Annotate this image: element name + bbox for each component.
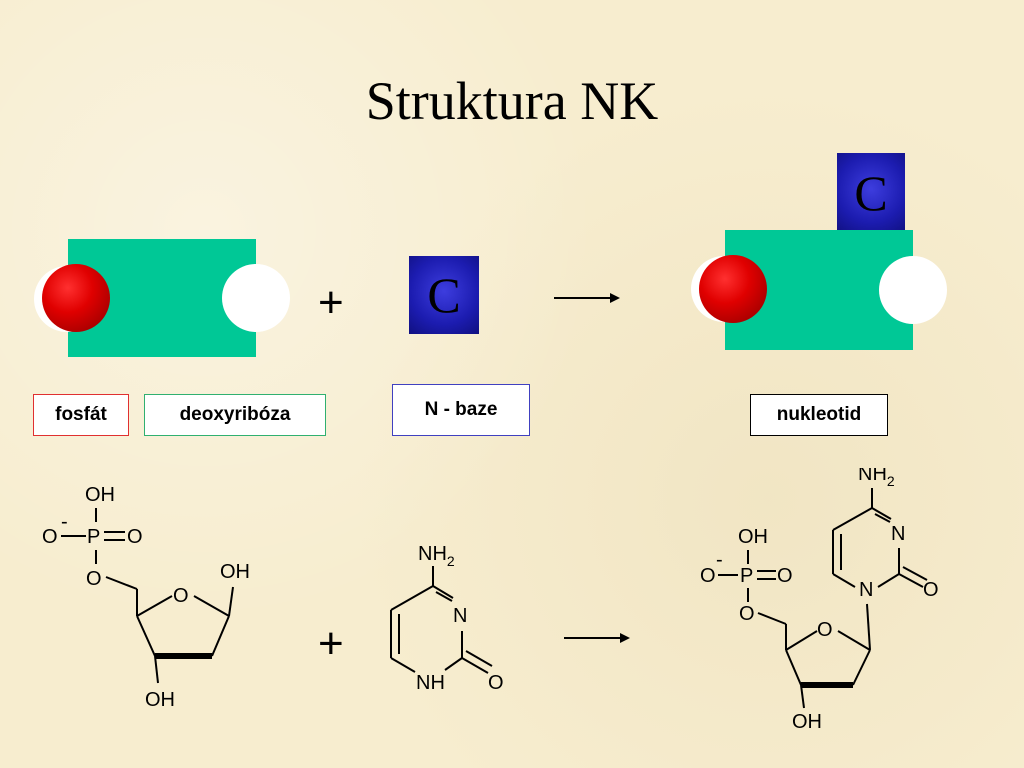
sugar-hydroxyl-right [222, 264, 290, 332]
phosphate-o-right: O [127, 526, 143, 548]
nuc-ring-oxygen: O [817, 619, 833, 641]
phosphate-sugar-structure: OH O - P O O O OH OH [42, 484, 250, 711]
cytosine-nh: NH [416, 672, 445, 694]
phosphate-o-left: O [42, 526, 58, 548]
nucleotide-structure: OH O - P O O O OH NH2 N N [700, 468, 939, 733]
nuc-cytosine-n1: N [859, 579, 873, 601]
nuc-phosphate-o-right: O [777, 565, 793, 587]
chemical-structures: OH O - P O O O OH OH + NH2 N NH [42, 468, 939, 733]
product-base-letter: C [854, 165, 888, 221]
product-phosphate-ball [699, 255, 767, 323]
phosphate-label: fosfát [33, 394, 129, 436]
reaction-arrow-bottom [564, 633, 630, 643]
nuc-phosphate-p: P [740, 565, 753, 587]
cytosine-structure: NH2 N NH O [390, 543, 504, 694]
nuc-cytosine-nh2: NH2 [858, 468, 895, 489]
phosphate-p: P [87, 526, 100, 548]
sugar-oh-bottom: OH [145, 689, 175, 711]
base-letter: C [427, 267, 461, 323]
nuc-cytosine-n3: N [891, 523, 905, 545]
nuc-cytosine-carbonyl-o: O [923, 579, 939, 601]
nuc-phosphate-o-left: O [700, 565, 716, 587]
plus-sign-top: + [318, 278, 344, 327]
nuc-phosphate-oh: OH [738, 526, 768, 548]
page-title: Struktura NK [365, 71, 659, 131]
sugar-3-oh-right: OH [220, 561, 250, 583]
phosphate-ball [42, 264, 110, 332]
phosphate-oh: OH [85, 484, 115, 506]
deoxyribose-label: deoxyribóza [144, 394, 326, 436]
product-hydroxyl-right [879, 256, 947, 324]
plus-sign-bottom: + [318, 619, 344, 668]
ring-oxygen: O [173, 585, 189, 607]
cytosine-carbonyl-o: O [488, 672, 504, 694]
nucleotide-label: nukleotid [750, 394, 888, 436]
cytosine-n3: N [453, 605, 467, 627]
product-base-block: C [837, 153, 905, 233]
nuc-sugar-oh-bottom: OH [792, 711, 822, 733]
nuc-phosphate-charge: - [716, 549, 723, 571]
reaction-arrow-top [554, 293, 620, 303]
base-block: C [409, 256, 479, 334]
phosphate-charge: - [61, 511, 68, 533]
ester-oxygen: O [86, 568, 102, 590]
cytosine-nh2: NH2 [418, 543, 455, 569]
base-label: N - baze [392, 384, 530, 436]
nuc-ester-oxygen: O [739, 603, 755, 625]
